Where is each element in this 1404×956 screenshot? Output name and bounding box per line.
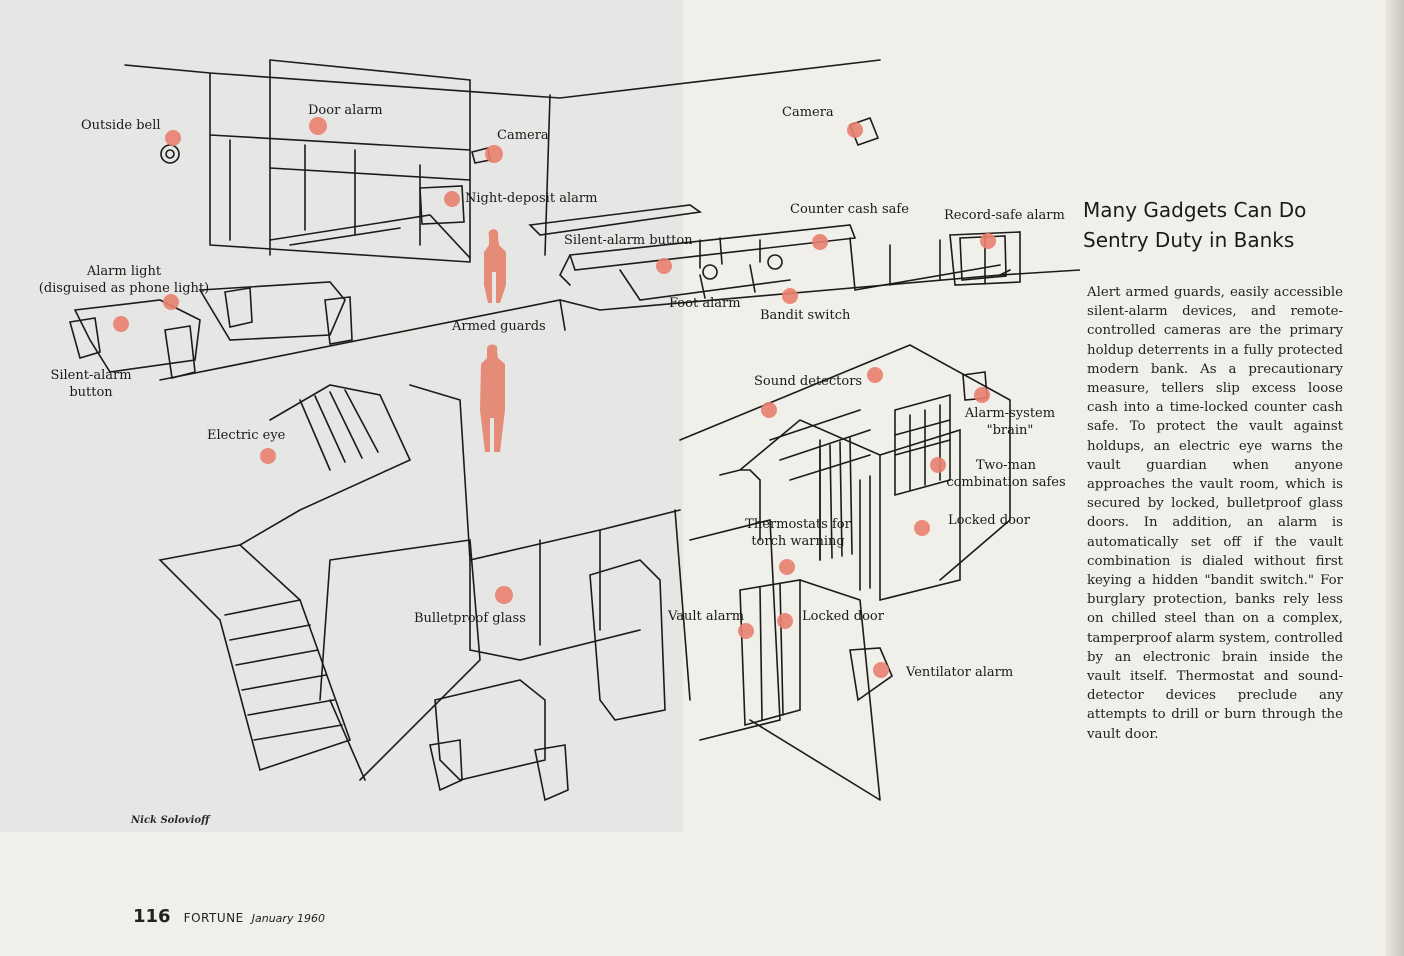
folio: 116 FORTUNE January 1960 [133,906,325,927]
label-ventilator-alarm: Ventilator alarm [906,665,1014,680]
marker-bandit-switch [782,288,798,304]
marker-camera-right [847,122,863,138]
marker-silent-alarm-counter [656,258,672,274]
issue-date: January 1960 [251,912,325,925]
label-foot-alarm: Foot alarm [669,296,741,311]
label-alarm-system-brain: Alarm-system "brain" [957,405,1063,439]
armed-guard-lower [480,344,505,452]
label-silent-alarm-button-line2: button [69,385,113,400]
label-camera-right: Camera [782,105,834,120]
label-sound-detectors: Sound detectors [754,374,863,389]
label-locked-door-vault: Locked door [802,609,884,624]
label-bulletproof-glass: Bulletproof glass [414,611,526,626]
label-thermostats-line1: Thermostats for [745,517,851,532]
marker-vault-alarm [738,623,754,639]
label-night-deposit-alarm: Night-deposit alarm [465,191,598,206]
marker-ventilator-alarm [873,662,889,678]
label-silent-alarm-button-counter: Silent-alarm button [564,233,693,248]
label-counter-cash-safe: Counter cash safe [790,202,909,217]
illustrator-credit: Nick Solovioff [131,815,210,826]
label-alarm-system-brain-line2: "brain" [986,423,1034,438]
label-bandit-switch: Bandit switch [760,308,851,323]
marker-sound-detectors-upper [867,367,883,383]
label-alarm-light-line1: Alarm light [86,264,162,279]
marker-sound-detectors-lower [761,402,777,418]
label-silent-alarm-button-line1: Silent-alarm [50,368,132,383]
marker-locked-door-inner [914,520,930,536]
magazine-name: FORTUNE [183,911,244,925]
label-record-safe-alarm: Record-safe alarm [944,208,1065,223]
marker-two-man-safes [930,457,946,473]
marker-night-deposit [444,191,460,207]
label-camera-left: Camera [497,128,549,143]
marker-camera-left [485,145,503,163]
label-alarm-light-line2: (disguised as phone light) [38,281,210,296]
label-alarm-system-brain-line1: Alarm-system [964,406,1056,421]
marker-silent-alarm-button [113,316,129,332]
headline-line1: Many Gadgets Can Do [1083,198,1307,222]
marker-door-alarm [309,117,327,135]
label-electric-eye: Electric eye [207,428,286,443]
headline-line2: Sentry Duty in Banks [1083,228,1295,252]
bank-security-illustration [68,59,1080,802]
article-body: Alert armed guards, easily accessible si… [1087,285,1343,742]
label-two-man-safes-line1: Two-man [975,458,1036,473]
alarm-markers [113,117,996,678]
marker-locked-door-vault [777,613,793,629]
marker-alarm-light [163,294,179,310]
article-headline: Many Gadgets Can Do Sentry Duty in Banks [1083,195,1353,255]
label-door-alarm: Door alarm [308,103,383,118]
label-alarm-light: Alarm light (disguised as phone light) [38,263,210,297]
armed-guard-figures [480,229,506,452]
page-gutter-shadow [1385,0,1404,956]
armed-guard-upper [484,229,506,303]
label-outside-bell: Outside bell [81,118,161,133]
label-armed-guards: Armed guards [452,319,546,334]
label-thermostats: Thermostats for torch warning [743,516,853,550]
label-locked-door-inner: Locked door [948,513,1030,528]
label-silent-alarm-button: Silent-alarm button [44,367,138,401]
marker-outside-bell [165,130,181,146]
marker-counter-cash-safe [812,234,828,250]
label-two-man-safes-line2: combination safes [946,475,1066,490]
marker-electric-eye [260,448,276,464]
marker-alarm-system-brain [974,387,990,403]
label-vault-alarm: Vault alarm [668,609,745,624]
marker-bulletproof-glass [495,586,513,604]
page-number: 116 [133,906,171,927]
label-thermostats-line2: torch warning [751,534,845,549]
label-two-man-safes: Two-man combination safes [946,457,1066,491]
marker-record-safe [980,233,996,249]
marker-thermostats [779,559,795,575]
